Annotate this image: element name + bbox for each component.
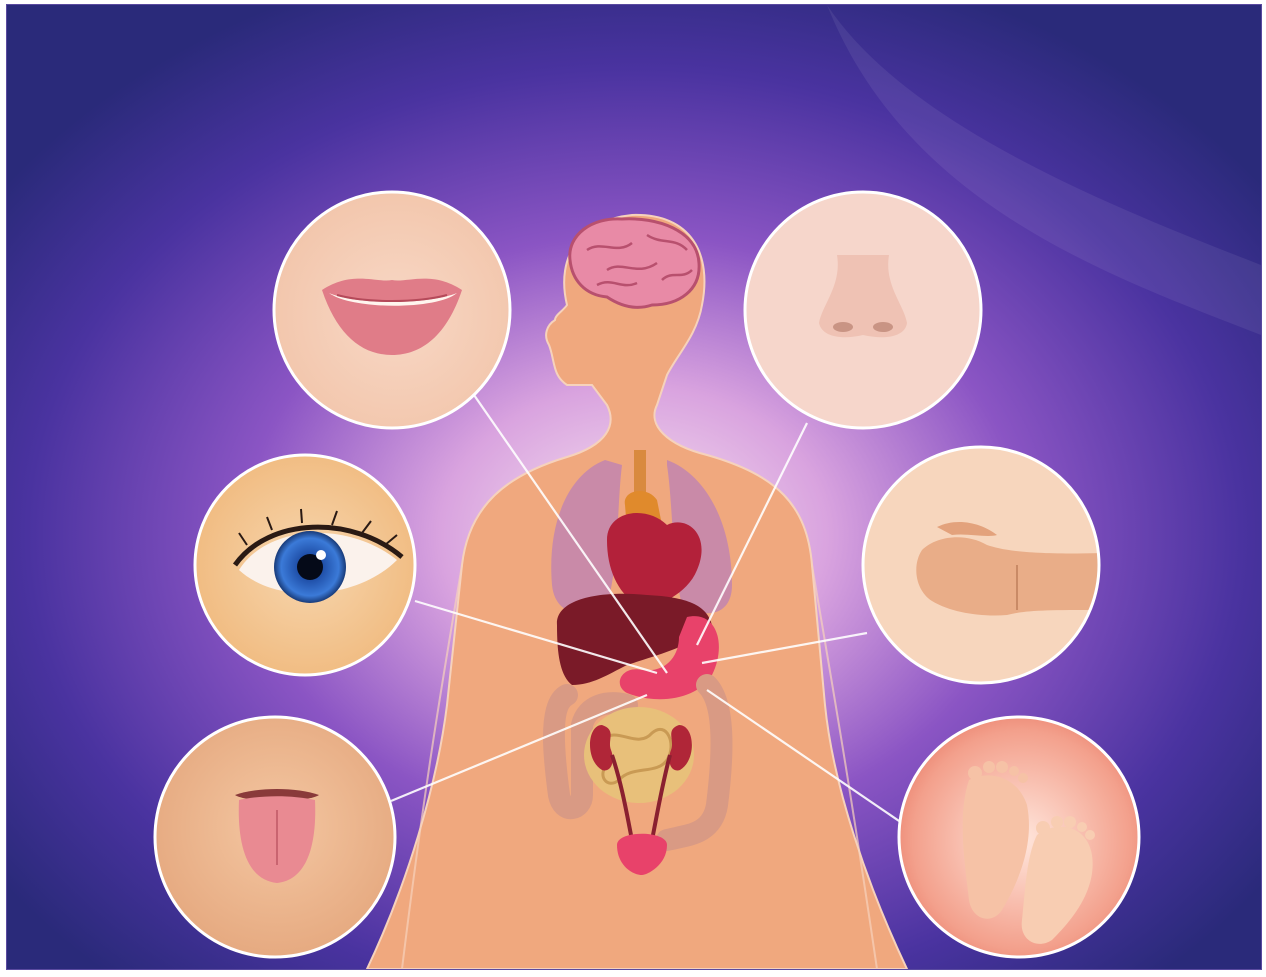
body-organs-illustration — [7, 5, 1261, 969]
illustration-stage — [6, 4, 1262, 970]
